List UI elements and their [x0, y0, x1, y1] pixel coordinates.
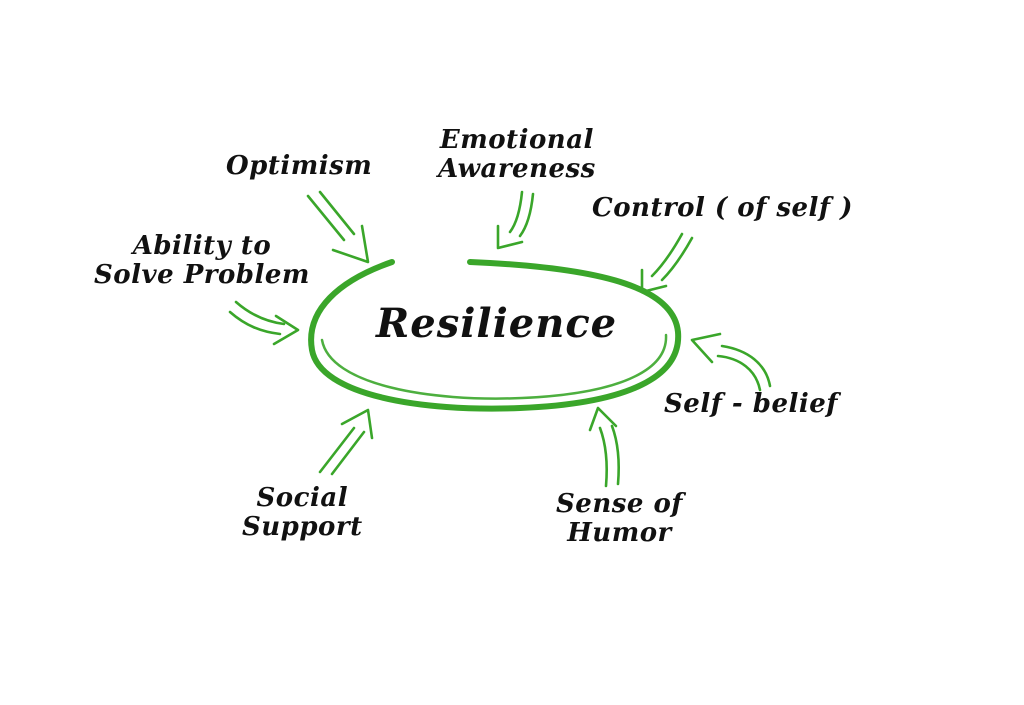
- label-optimism-line-1: Optimism: [226, 151, 373, 181]
- center-ellipse: [308, 259, 682, 412]
- arrow-emotional-awareness: [496, 190, 535, 250]
- label-sense-of-humor-line-1: Sense of: [556, 489, 683, 519]
- arrow-ability: [228, 300, 300, 346]
- center-ellipse-inner-stroke: [320, 333, 668, 400]
- label-social-support: Social Support: [242, 483, 363, 543]
- label-self-belief: Self - belief: [664, 389, 838, 419]
- label-social-support-line-2: Support: [242, 512, 363, 543]
- label-ability: Ability to Solve Problem: [94, 231, 310, 291]
- label-sense-of-humor-line-2: Humor: [567, 518, 672, 549]
- center-label: Resilience: [376, 300, 618, 347]
- label-ability-line-1: Ability to: [132, 231, 272, 261]
- arrow-self-belief: [690, 332, 772, 392]
- arrow-sense-of-humor: [588, 406, 621, 488]
- label-emotional-awareness-line-1: Emotional: [439, 125, 594, 155]
- label-self-belief-line-1: Self - belief: [664, 389, 838, 419]
- arrow-social-support: [318, 408, 374, 476]
- label-ability-line-2: Solve Problem: [94, 260, 310, 291]
- label-optimism: Optimism: [226, 151, 373, 181]
- label-control: Control ( of self ): [592, 193, 853, 223]
- label-control-line-1: Control ( of self ): [592, 193, 853, 223]
- label-sense-of-humor: Sense of Humor: [556, 489, 683, 549]
- arrow-control: [640, 232, 694, 294]
- label-social-support-line-1: Social: [256, 483, 349, 513]
- label-emotional-awareness-line-2: Awareness: [438, 154, 596, 185]
- label-emotional-awareness: Emotional Awareness: [438, 125, 596, 185]
- arrow-optimism: [306, 190, 370, 264]
